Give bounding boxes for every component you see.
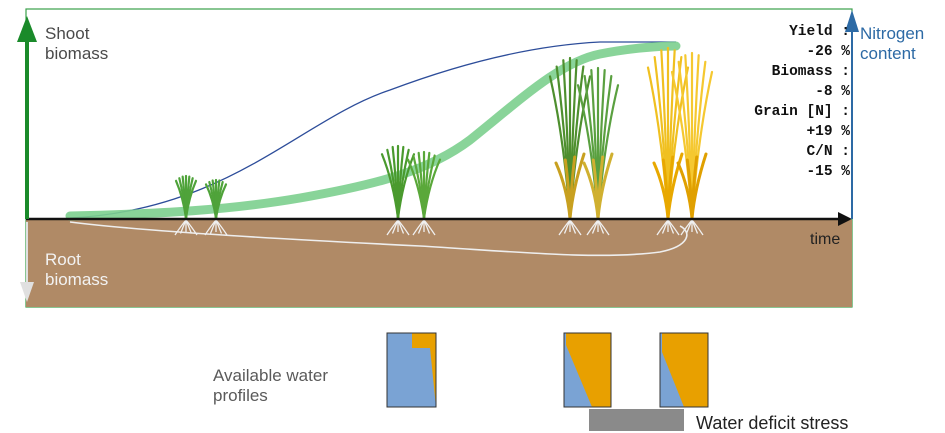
plant-icon (380, 144, 416, 236)
nitrogen-label-line1: Nitrogen (860, 24, 925, 43)
nitrogen-curve (69, 41, 676, 219)
plant-icon (646, 46, 690, 236)
stat-biomass-value: -8 % (815, 84, 850, 100)
stat-grain-n-value: +19 % (806, 124, 850, 140)
stat-biomass-label: Biomass : (771, 64, 850, 80)
water-label-line1: Available water (213, 366, 328, 385)
shoot-biomass-curve (65, 41, 681, 221)
water-profile-2 (563, 332, 612, 408)
shoot-label-line1: Shoot (45, 24, 90, 43)
stat-cn-label: C/N : (806, 144, 850, 160)
plant-icon (576, 66, 620, 236)
time-axis-arrow (838, 212, 852, 226)
nitrogen-content-label: Nitrogen content (860, 24, 924, 64)
stat-grain-n-label: Grain [N] : (754, 104, 850, 120)
available-water-label: Available water profiles (213, 366, 328, 406)
plant-icon (174, 174, 198, 236)
stat-yield-label: Yield : (789, 24, 850, 40)
shoot-label-line2: biomass (45, 44, 109, 63)
root-label-line2: biomass (45, 270, 109, 289)
stats-panel: Yield : -26 % Biomass : -8 % Grain [N] :… (754, 22, 850, 182)
root-label-line1: Root (45, 250, 81, 269)
plant-icon (204, 178, 228, 236)
stat-cn-value: -15 % (806, 164, 850, 180)
plant-icon (548, 56, 592, 236)
water-profile-1 (386, 332, 437, 408)
plant-icon (670, 51, 714, 236)
root-axis-arrow (20, 282, 34, 302)
stat-yield-value: -26 % (806, 44, 850, 60)
time-label: time (810, 231, 841, 248)
soil-band (26, 220, 852, 307)
root-biomass-label: Root biomass (45, 250, 108, 290)
shoot-biomass-label: Shoot biomass (45, 24, 108, 64)
shoot-axis-arrow (17, 16, 37, 42)
nitrogen-axis-arrow (845, 10, 859, 32)
plant-icon (406, 150, 442, 236)
water-deficit-label: Water deficit stress (696, 413, 849, 433)
water-label-line2: profiles (213, 386, 268, 405)
water-profile-3 (659, 332, 709, 408)
water-deficit-bar (589, 409, 684, 431)
root-biomass-curve (69, 221, 688, 257)
nitrogen-label-line2: content (860, 44, 916, 63)
